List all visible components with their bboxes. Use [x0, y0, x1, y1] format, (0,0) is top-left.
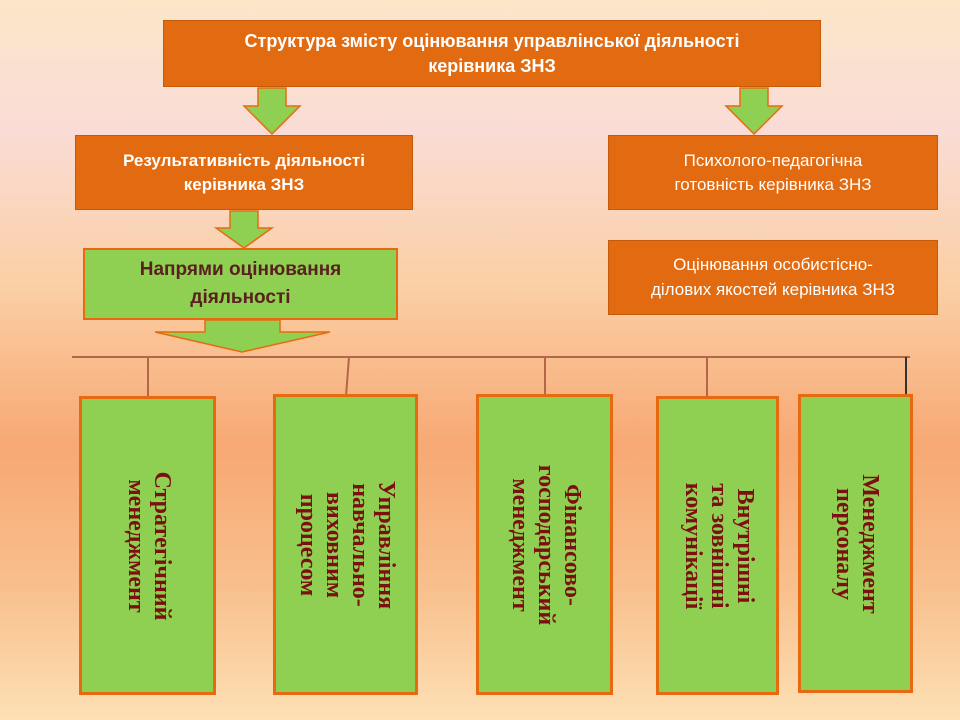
column-communications: Внутрішні та зовнішні комунікації: [656, 396, 779, 695]
column-label: Фінансово- господарський менеджмент: [506, 464, 585, 625]
results-box: Результативність діяльності керівника ЗН…: [75, 135, 413, 210]
directions-box: Напрями оцінювання діяльності: [83, 248, 398, 320]
column-label: Стратегічний менеджмент: [122, 471, 175, 620]
column-strategic-management: Стратегічний менеджмент: [79, 396, 216, 695]
readiness-box: Психолого-педагогічна готовність керівни…: [608, 135, 938, 210]
column-financial-management: Фінансово- господарський менеджмент: [476, 394, 613, 695]
arrow-down-mid: [213, 210, 275, 249]
column-educational-process: Управління навчально- виховним процесом: [273, 394, 418, 695]
arrow-down-wide: [154, 319, 331, 353]
qualities-box: Оцінювання особистісно- ділових якостей …: [608, 240, 938, 315]
drop-line-2: [345, 356, 350, 397]
column-label: Менеджмент персоналу: [830, 473, 883, 614]
column-label: Управління навчально- виховним процесом: [294, 480, 399, 609]
column-label: Внутрішні та зовнішні комунікації: [679, 482, 758, 609]
arrow-down-left: [242, 87, 302, 136]
arrow-down-right: [724, 87, 784, 136]
title-box: Структура змісту оцінювання управлінсько…: [163, 20, 821, 87]
column-personnel-management: Менеджмент персоналу: [798, 394, 913, 693]
